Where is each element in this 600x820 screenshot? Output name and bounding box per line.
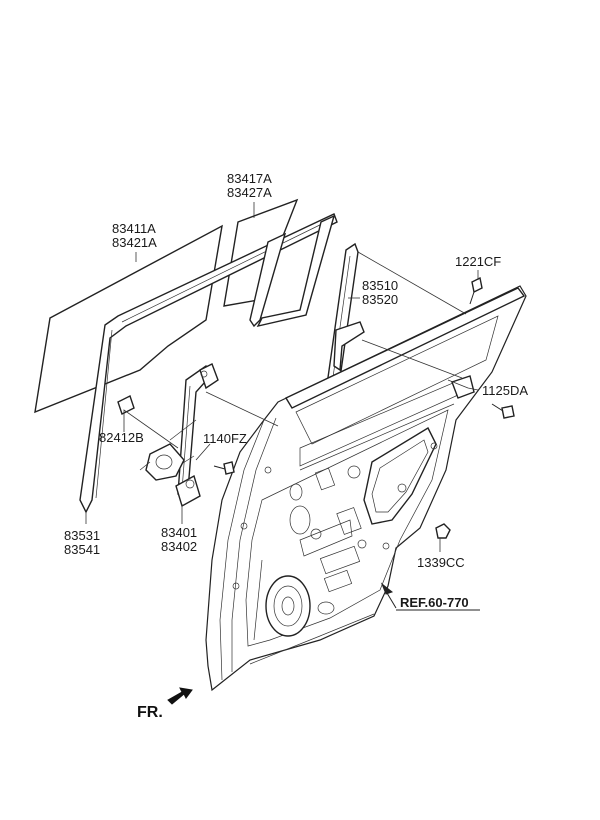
quarter-channel <box>249 214 336 328</box>
leader-lines <box>85 202 479 552</box>
label-rear-channel-1: 83510 <box>362 278 398 293</box>
label-regulator-2: 83402 <box>161 539 197 554</box>
label-front-channel-1: 83531 <box>64 528 100 543</box>
front-run-channel <box>79 213 338 514</box>
label-quarter-glass-1: 83417A <box>227 171 272 186</box>
label-quarter-glass-2: 83427A <box>227 185 272 200</box>
label-door-glass-1: 83411A <box>112 221 156 236</box>
bolt-1125da <box>491 403 515 419</box>
label-rear-channel-2: 83520 <box>362 292 398 307</box>
bolt-1140fz <box>213 461 235 475</box>
door-panel <box>205 285 527 692</box>
label-nut: 1339CC <box>417 555 465 570</box>
label-direction: FR. <box>137 704 163 721</box>
reference-arrow <box>380 582 480 611</box>
label-bolt-right: 1125DA <box>482 383 528 398</box>
label-bolt-top: 1221CF <box>455 254 501 269</box>
label-motor: 82412B <box>99 430 144 445</box>
regulator-motor <box>117 395 185 481</box>
label-door-glass-2: 83421A <box>112 235 157 250</box>
label-bolt-regulator: 1140FZ <box>203 431 247 446</box>
label-regulator-1: 83401 <box>161 525 197 540</box>
front-direction-arrow-icon <box>167 687 193 705</box>
window-regulator <box>169 363 219 508</box>
label-reference: REF.60-770 <box>400 595 469 610</box>
nut-1339cc <box>435 523 451 539</box>
bolt-1221cf <box>469 276 483 305</box>
label-front-channel-2: 83541 <box>64 542 100 557</box>
